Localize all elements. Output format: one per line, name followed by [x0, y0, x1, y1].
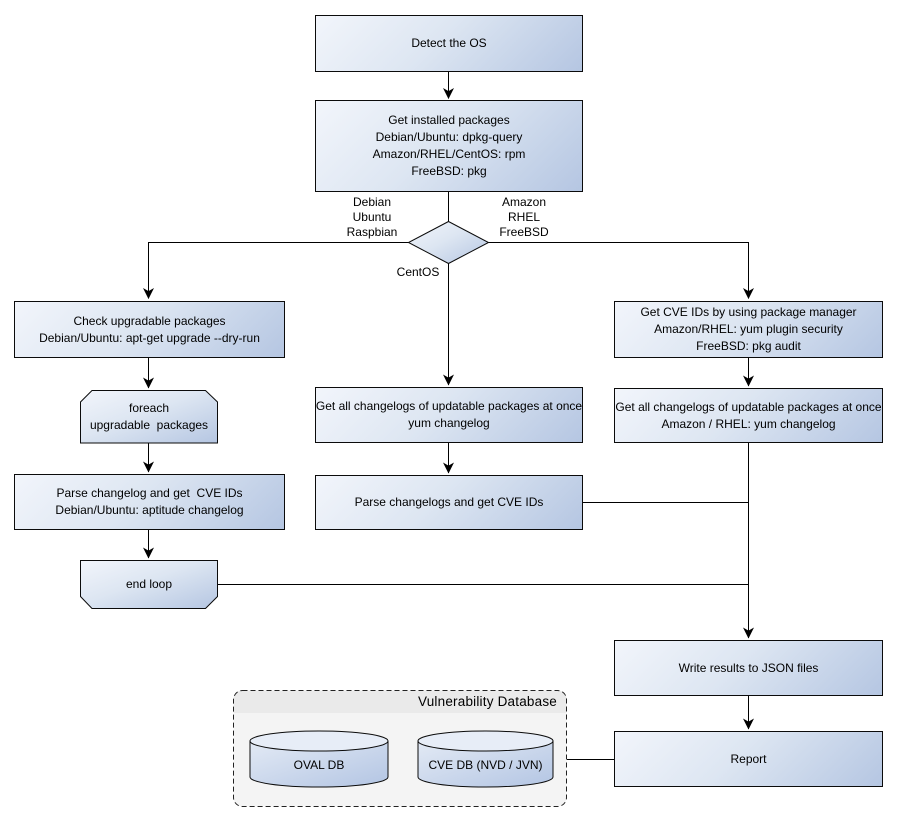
node-check-upgradable-packages: Check upgradable packages Debian/Ubuntu:… [14, 301, 285, 358]
node-get-changelogs-centos: Get all changelogs of updatable packages… [315, 387, 583, 443]
node-get-cve-ids-package-manager: Get CVE IDs by using package manager Ama… [614, 301, 883, 358]
node-text: Amazon/RHEL: yum plugin security [654, 322, 843, 336]
node-text: Parse changelog and get CVE IDs [56, 486, 243, 500]
os-decision-diamond [407, 220, 490, 265]
cve-db-label: CVE DB (NVD / JVN) [428, 757, 543, 772]
node-text: Get installed packages [388, 113, 510, 127]
node-text: Amazon/RHEL/CentOS: rpm [372, 147, 526, 161]
vulnerability-database-group-header [233, 690, 567, 713]
end-loop-label: end loop [80, 560, 218, 608]
node-text: FreeBSD: pkg audit [696, 339, 801, 353]
cve-db-cylinder [417, 730, 554, 788]
edge-decision-to-check-upgradable [143, 242, 409, 300]
node-text: Get all changelogs of updatable packages… [615, 399, 882, 414]
branch-label-centos: CentOS [396, 265, 440, 279]
node-text: Write results to JSON files [678, 660, 819, 675]
node-text: Check upgradable packages [73, 313, 226, 328]
branch-label-amazon: Amazon RHEL FreeBSD [499, 195, 549, 239]
vulnerability-database-title: Vulnerability Database [418, 694, 557, 709]
node-text: foreach [128, 400, 170, 415]
node-text: Debian/Ubuntu: dpkg-query [375, 130, 523, 144]
node-parse-changelogs-centos: Parse changelogs and get CVE IDs [315, 475, 583, 530]
node-report: Report [614, 731, 883, 787]
node-text: Detect the OS [411, 36, 487, 50]
node-text: Debian/Ubuntu: apt-get upgrade --dry-run [39, 330, 260, 345]
end-loop-shape [80, 560, 218, 609]
node-text: upgradable packages [89, 417, 209, 432]
oval-db-cylinder [249, 730, 389, 788]
node-text: end loop [125, 576, 173, 591]
node-parse-changelog-debian: Parse changelog and get CVE IDs Debian/U… [14, 474, 285, 530]
edge-decision-to-get-cve-ids [488, 242, 754, 300]
node-text: Amazon / RHEL: yum changelog [661, 416, 836, 431]
foreach-loop-label: foreach upgradable packages [80, 390, 218, 443]
node-text: Report [730, 751, 767, 766]
foreach-loop-shape [80, 390, 218, 444]
node-text: Parse changelogs and get CVE IDs [354, 495, 544, 509]
vulnerability-database-border [233, 690, 567, 807]
oval-db-label: OVAL DB [293, 757, 345, 772]
node-detect-os: Detect the OS [315, 15, 583, 72]
node-text: FreeBSD: pkg [411, 164, 487, 178]
node-get-installed-packages: Get installed packages Debian/Ubuntu: dp… [315, 100, 583, 192]
node-text: yum changelog [408, 416, 490, 430]
branch-label-debian: Debian Ubuntu Raspbian [346, 195, 398, 239]
node-text: Get all changelogs of updatable packages… [315, 399, 583, 413]
node-get-changelogs-amazon-rhel: Get all changelogs of updatable packages… [614, 388, 883, 443]
node-text: Debian/Ubuntu: aptitude changelog [55, 503, 244, 517]
node-text: Get CVE IDs by using package manager [640, 305, 857, 319]
node-write-results: Write results to JSON files [614, 640, 883, 696]
